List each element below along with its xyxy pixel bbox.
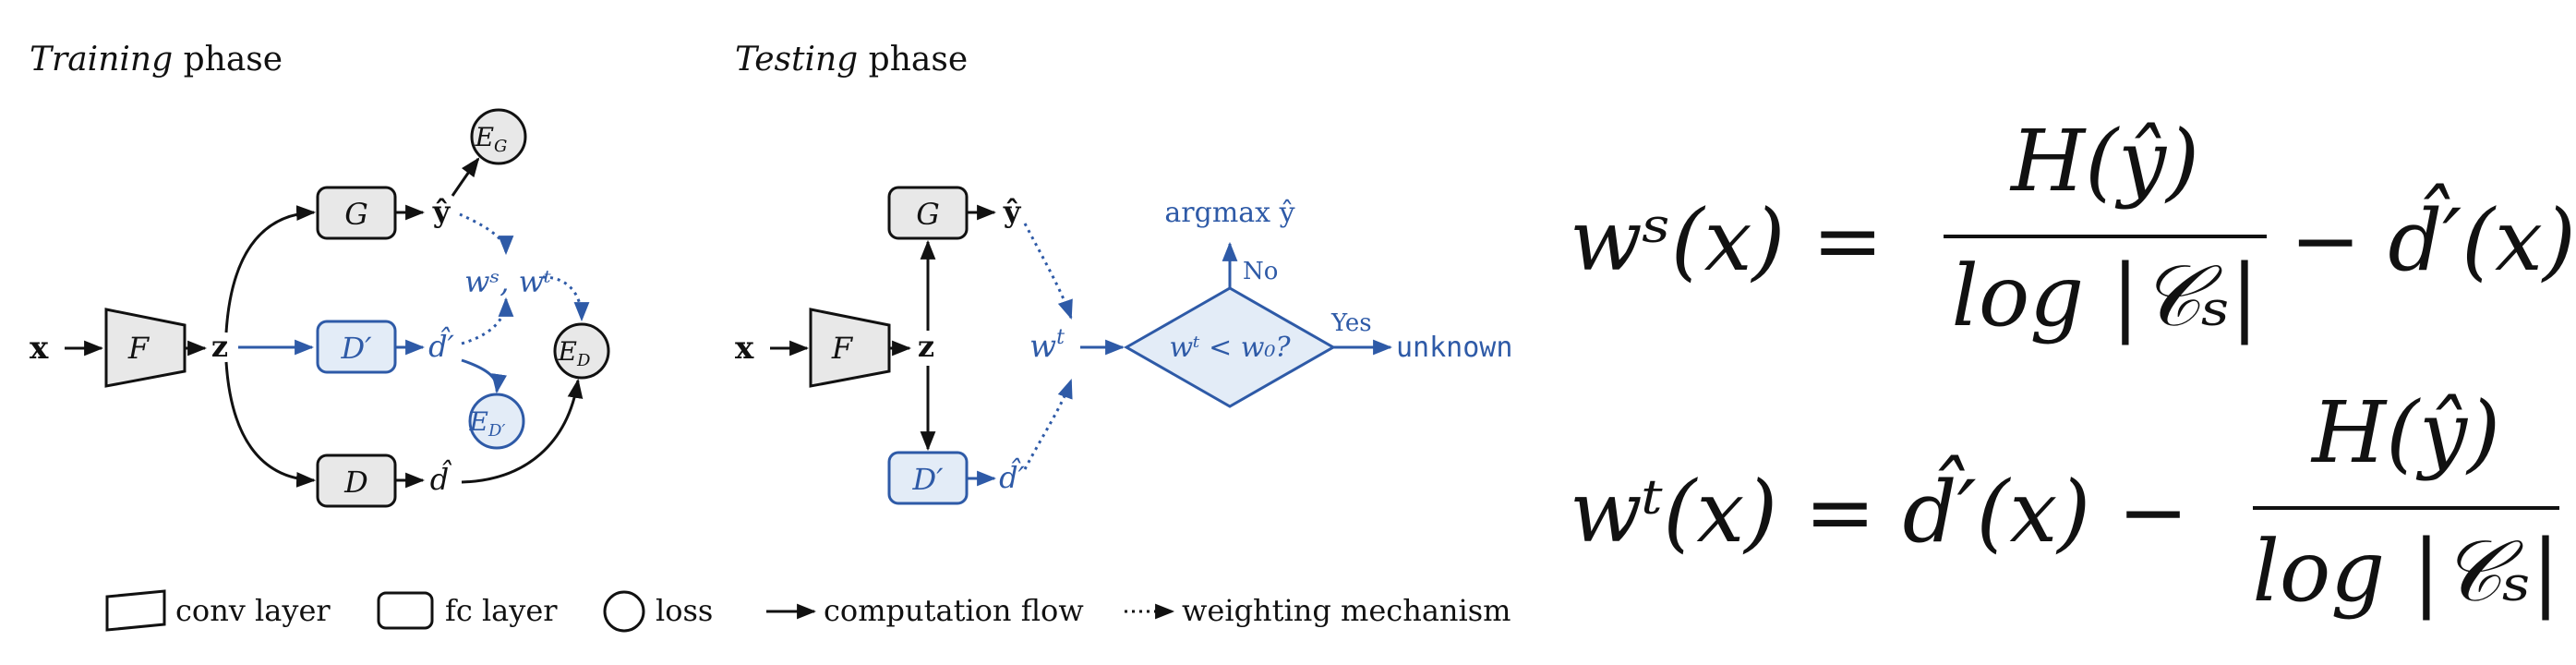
training-loss-EG (470, 108, 527, 165)
testing-phase: Testing phase x F z G ŷ D′ d̂′ wt wᵗ < w… (735, 41, 1512, 505)
training-dotted-weights-to-ED (542, 275, 590, 322)
training-loss-ED (553, 322, 610, 380)
training-EDp-label: ED′ (469, 406, 506, 441)
testing-conv-F (809, 308, 891, 388)
training-ED-label: ED (558, 336, 591, 370)
training-z: z (211, 329, 228, 364)
legend-loss-icon (603, 590, 645, 633)
training-arrow-yhat-to-EG (451, 157, 480, 197)
eq2-numerator: H(ŷ) (2310, 383, 2500, 482)
eq1-rest: − d̂′(x) (2290, 183, 2576, 290)
legend-flow-label: computation flow (824, 593, 1084, 628)
training-D-label: D (343, 465, 368, 500)
testing-G-label: G (916, 197, 940, 232)
training-EG-label: EG (475, 122, 508, 156)
training-arrow-dhat-to-ED (461, 378, 584, 484)
testing-z: z (918, 329, 934, 364)
equation-wt: wᵗ(x) = d̂′(x) − H(ŷ) log |𝒞ₛ| (1570, 383, 2560, 621)
legend-loss-label: loss (656, 593, 713, 628)
legend-fc-label: fc layer (445, 593, 558, 628)
testing-unknown-output: unknown (1396, 332, 1512, 364)
legend-weighting-label: weighting mechanism (1182, 593, 1511, 628)
legend-conv-label: conv layer (175, 593, 331, 628)
testing-F-label: F (831, 331, 854, 366)
training-yhat: ŷ (432, 194, 451, 229)
testing-input-x: x (735, 330, 754, 367)
legend-fc-icon (377, 591, 434, 630)
testing-dotted-yhat-to-wt (1023, 223, 1073, 320)
eq1-lhs: wˢ(x) = (1570, 191, 1884, 290)
eq2-lhs: wᵗ(x) = d̂′(x) − (1570, 454, 2188, 562)
legend: conv layer fc layer loss computation flo… (105, 589, 1511, 633)
training-G-label: G (344, 197, 368, 232)
training-phase: Training phase x F z G ŷ D′ d̂′ D d̂ (30, 41, 610, 508)
training-input-x: x (30, 330, 49, 367)
testing-Dp-label: D′ (912, 462, 945, 497)
training-title: Training phase (30, 41, 283, 79)
testing-wt-label: wt (1029, 326, 1065, 365)
eq2-denominator: log |𝒞ₛ| (2252, 522, 2559, 621)
eq1-numerator: H(ŷ) (2009, 112, 2199, 211)
testing-title: Testing phase (735, 41, 968, 79)
training-Dp-label: D′ (341, 331, 373, 366)
testing-dphat: d̂′ (999, 457, 1025, 495)
training-arrow-z-to-G (224, 205, 317, 333)
equations: wˢ(x) = H(ŷ) log |𝒞ₛ| − d̂′(x) wᵗ(x) = d… (1570, 112, 2576, 621)
testing-dotted-dphat-to-wt (1023, 379, 1073, 470)
training-dotted-dphat-to-weights (461, 296, 514, 345)
testing-decision-text: wᵗ < w₀? (1169, 332, 1291, 364)
training-arrow-z-to-D (224, 361, 317, 488)
training-conv-F (104, 308, 187, 388)
training-loss-EDp (468, 393, 525, 450)
testing-yes-label: Yes (1330, 309, 1372, 337)
training-dhat: d̂ (430, 459, 452, 497)
equation-ws: wˢ(x) = H(ŷ) log |𝒞ₛ| − d̂′(x) (1570, 112, 2576, 345)
training-dphat: d̂′ (428, 326, 454, 364)
testing-argmax-output: argmax ŷ (1164, 197, 1294, 229)
training-weights-label: wˢ, wᵗ (464, 264, 551, 299)
training-F-label: F (127, 331, 150, 366)
eq1-denominator: log |𝒞ₛ| (1951, 247, 2258, 345)
testing-no-label: No (1243, 258, 1278, 285)
training-arrow-dphat-to-EDp (461, 358, 507, 394)
testing-yhat: ŷ (1003, 194, 1022, 229)
legend-conv-icon (105, 589, 166, 632)
training-dotted-yhat-to-weights (459, 212, 514, 256)
